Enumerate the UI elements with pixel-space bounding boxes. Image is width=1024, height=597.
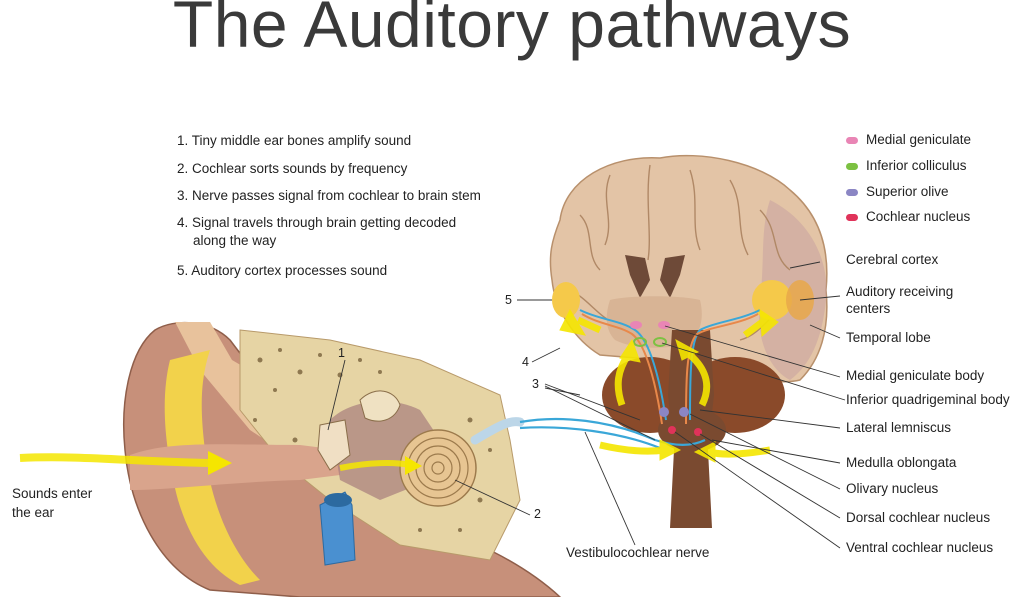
label-cerebral-cortex: Cerebral cortex — [846, 252, 939, 267]
step-3: 3. Nerve passes signal from cochlear to … — [177, 188, 481, 203]
marker-3: 3 — [532, 377, 539, 391]
page-title: The Auditory pathways — [172, 0, 852, 61]
label-ventral-cochlear: Ventral cochlear nucleus — [846, 540, 994, 555]
leader-lines — [327, 261, 846, 549]
label-auditory-receiving-2: centers — [846, 301, 891, 316]
step-4-continued: along the way — [193, 233, 277, 248]
label-olivary-nucleus: Olivary nucleus — [846, 481, 939, 496]
legend-label: Cochlear nucleus — [866, 209, 971, 224]
brain — [549, 154, 828, 528]
label-the-ear: the ear — [12, 505, 55, 520]
marker-5: 5 — [505, 293, 512, 307]
sound-wave-arrow — [19, 453, 211, 467]
marker-1: 1 — [338, 346, 345, 360]
label-sounds-enter: Sounds enter — [12, 486, 93, 501]
step-4: 4. Signal travels through brain getting … — [177, 215, 457, 230]
legend-dot-superior-olive — [846, 189, 858, 196]
nerve-trunk — [470, 417, 525, 445]
auditory-center-left — [552, 282, 580, 318]
ear-canal — [130, 444, 340, 490]
label-vestibulocochlear: Vestibulocochlear nerve — [566, 545, 710, 560]
nuclei — [630, 321, 702, 436]
ear-cross-section — [123, 321, 562, 597]
legend-label: Medial geniculate — [866, 132, 972, 147]
label-inferior-quadrigeminal: Inferior quadrigeminal body — [846, 392, 1010, 407]
semicircular-canal — [359, 390, 401, 422]
legend-label: Superior olive — [866, 184, 949, 199]
label-dorsal-cochlear: Dorsal cochlear nucleus — [846, 510, 991, 525]
step-2: 2. Cochlear sorts sounds by frequency — [177, 161, 408, 176]
auditory-center-right — [752, 280, 792, 320]
label-lateral-lemniscus: Lateral lemniscus — [846, 420, 952, 435]
legend-dot-inferior-colliculus — [846, 163, 858, 170]
legend-label: Inferior colliculus — [866, 158, 967, 173]
label-medulla-oblongata: Medulla oblongata — [846, 455, 957, 470]
label-auditory-receiving: Auditory receiving — [846, 284, 954, 299]
neural-pathways — [519, 309, 761, 450]
label-temporal-lobe: Temporal lobe — [846, 330, 931, 345]
cartilage — [164, 350, 260, 585]
marker-4: 4 — [522, 355, 529, 369]
legend-dot-cochlear-nucleus — [846, 214, 858, 221]
step-5: 5. Auditory cortex processes sound — [177, 263, 388, 278]
sound-arrow-head — [208, 451, 232, 475]
step-1: 1. Tiny middle ear bones amplify sound — [177, 133, 412, 148]
label-medial-geniculate-body: Medial geniculate body — [846, 368, 985, 383]
marker-2: 2 — [534, 507, 541, 521]
ossicles — [317, 419, 351, 471]
legend-dot-medial-geniculate — [846, 137, 858, 144]
